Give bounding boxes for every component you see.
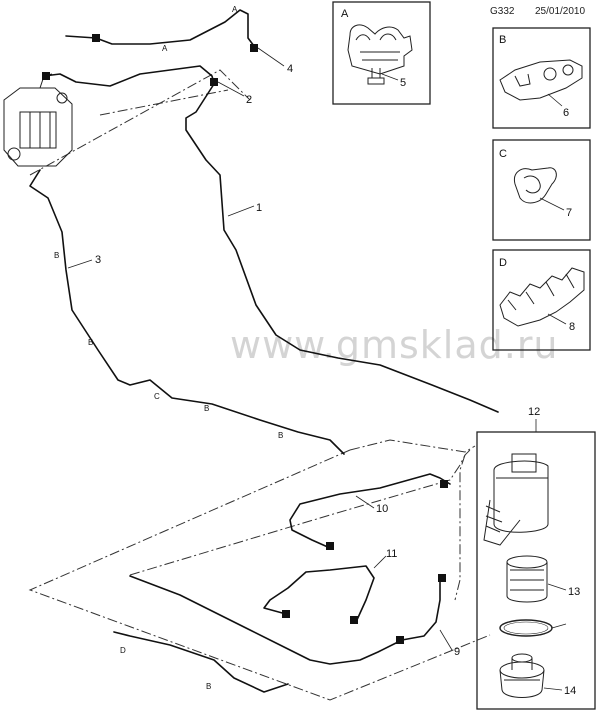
callout-11: 11 — [386, 548, 397, 560]
route-letter-a: A — [162, 44, 168, 53]
callout-3: 3 — [95, 254, 101, 266]
callout-9: 9 — [454, 646, 460, 658]
callout-6: 6 — [563, 107, 569, 119]
detail-box-b-letter: B — [499, 34, 506, 46]
callout-1: 1 — [256, 202, 262, 214]
clip-marker — [350, 616, 358, 624]
filter-assembly-box: 12 13 14 — [476, 406, 596, 710]
callout-8: 8 — [569, 321, 575, 333]
fuel-lines — [29, 9, 499, 693]
callout-12: 12 — [528, 406, 540, 418]
detail-box-b: B 6 — [492, 27, 591, 129]
line-9 — [129, 575, 441, 665]
clip-marker — [210, 78, 218, 86]
clip-marker — [42, 72, 50, 80]
diagram-code: G332 — [490, 6, 515, 17]
detail-box-d: D 8 — [492, 249, 591, 351]
clip-marker — [250, 44, 258, 52]
diagram-date: 25/01/2010 — [535, 6, 586, 17]
callout-7: 7 — [566, 207, 572, 219]
callout-14: 14 — [564, 685, 576, 697]
line-3 — [29, 169, 345, 455]
route-letter-b: B — [278, 431, 283, 440]
clip-marker — [396, 636, 404, 644]
clip-marker — [440, 480, 448, 488]
detail-box-c-letter: C — [499, 148, 507, 160]
line-a-lower — [43, 65, 215, 87]
callout-2: 2 — [246, 94, 252, 106]
line-clips — [42, 34, 448, 644]
clip-c-drawing — [513, 167, 557, 204]
route-letter-d: D — [120, 646, 126, 655]
callout-5: 5 — [400, 77, 406, 89]
filter-cap — [499, 653, 545, 698]
detail-box-c: C 7 — [492, 139, 591, 241]
leader-lines — [67, 47, 453, 651]
route-letter-b: B — [88, 338, 93, 347]
o-ring — [499, 619, 553, 637]
route-letter-b: B — [206, 682, 211, 691]
detail-box-d-letter: D — [499, 257, 507, 269]
line-11 — [263, 565, 375, 623]
frame-outline — [28, 69, 491, 701]
route-letter-b: B — [54, 251, 59, 260]
fuel-filter-housing — [483, 453, 549, 546]
detail-box-a-letter: A — [341, 8, 349, 20]
clip-b-drawing — [499, 59, 583, 101]
clip-marker — [92, 34, 100, 42]
route-letter-b: B — [204, 404, 209, 413]
clip-marker — [326, 542, 334, 550]
callout-13: 13 — [568, 586, 580, 598]
detail-box-a: A 5 — [332, 1, 431, 105]
filter-element — [506, 555, 548, 603]
clip-marker — [438, 574, 446, 582]
injection-pump — [3, 73, 73, 167]
callout-4: 4 — [287, 63, 293, 75]
line-10 — [289, 473, 451, 549]
line-d — [113, 631, 289, 693]
line-1 — [185, 83, 499, 413]
clip-marker — [282, 610, 290, 618]
clip-d-drawing — [499, 267, 585, 327]
route-letter-c: C — [154, 392, 160, 401]
line-a-upper — [65, 9, 255, 47]
callout-10: 10 — [376, 503, 388, 515]
clip-a-drawing — [347, 24, 413, 85]
route-letter-a: A — [232, 5, 238, 14]
